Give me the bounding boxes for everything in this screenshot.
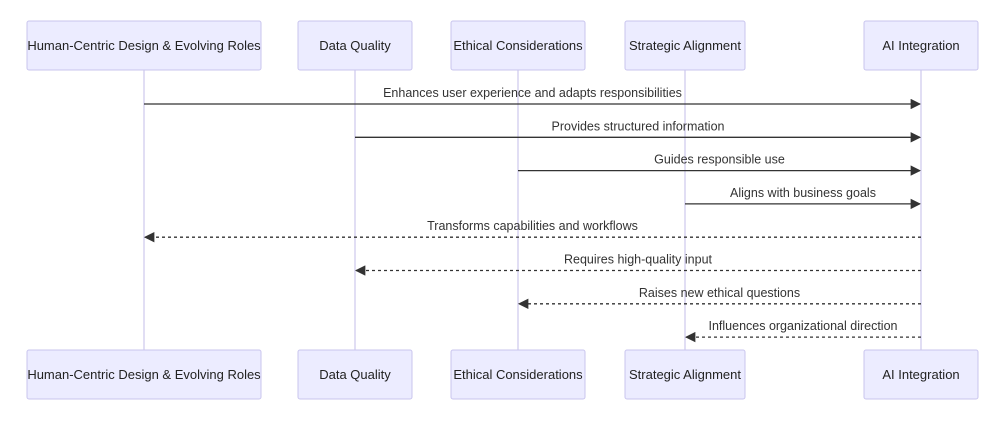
- message-label: Raises new ethical questions: [639, 286, 800, 300]
- actor-data-quality-top: Data Quality: [297, 20, 413, 71]
- actor-strategic-alignment-top: Strategic Alignment: [624, 20, 746, 71]
- actor-box: [863, 20, 979, 71]
- actor-human-centric-design-and-evolving-roles-top: Human-Centric Design & Evolving Roles: [26, 20, 262, 71]
- actor-ethical-considerations-bottom: Ethical Considerations: [450, 349, 586, 400]
- actor-strategic-alignment-bottom: Strategic Alignment: [624, 349, 746, 400]
- actor-ai-integration-top: AI Integration: [863, 20, 979, 71]
- actor-data-quality-bottom: Data Quality: [297, 349, 413, 400]
- message-5: Transforms capabilities and workflows: [143, 219, 921, 243]
- actor-box: [624, 349, 746, 400]
- actor-label: Strategic Alignment: [629, 367, 741, 382]
- actor-human-centric-design-and-evolving-roles-bottom: Human-Centric Design & Evolving Roles: [26, 349, 262, 400]
- message-label: Influences organizational direction: [708, 319, 897, 333]
- actor-ai-integration-bottom: AI Integration: [863, 349, 979, 400]
- actor-label: AI Integration: [882, 367, 959, 382]
- message-8: Influences organizational direction: [684, 319, 921, 343]
- message-1: Enhances user experience and adapts resp…: [144, 86, 922, 110]
- actor-box: [863, 349, 979, 400]
- message-label: Provides structured information: [552, 119, 725, 133]
- actor-box: [624, 20, 746, 71]
- messages: Enhances user experience and adapts resp…: [143, 86, 922, 343]
- message-label: Transforms capabilities and workflows: [427, 219, 638, 233]
- actor-label: Human-Centric Design & Evolving Roles: [27, 38, 261, 53]
- message-6: Requires high-quality input: [354, 253, 921, 276]
- message-7: Raises new ethical questions: [517, 286, 921, 309]
- message-4: Aligns with business goals: [685, 186, 922, 210]
- actor-ethical-considerations-top: Ethical Considerations: [450, 20, 586, 71]
- actor-box: [26, 20, 262, 71]
- actor-label: Data Quality: [319, 367, 391, 382]
- actor-label: Ethical Considerations: [453, 38, 583, 53]
- message-3: Guides responsible use: [518, 153, 922, 176]
- message-label: Requires high-quality input: [564, 253, 713, 267]
- actor-label: AI Integration: [882, 38, 959, 53]
- message-label: Aligns with business goals: [730, 186, 876, 200]
- actor-label: Ethical Considerations: [453, 367, 583, 382]
- actor-box: [297, 349, 413, 400]
- message-label: Enhances user experience and adapts resp…: [383, 86, 682, 100]
- actor-box: [26, 349, 262, 400]
- actor-label: Human-Centric Design & Evolving Roles: [27, 367, 261, 382]
- actor-box: [297, 20, 413, 71]
- actors-top: Human-Centric Design & Evolving Roles Dat…: [26, 20, 979, 71]
- actor-label: Data Quality: [319, 38, 391, 53]
- actor-box: [450, 349, 586, 400]
- actor-box: [450, 20, 586, 71]
- lifelines: [143, 70, 922, 350]
- actors-bottom: Human-Centric Design & Evolving Roles Dat…: [26, 349, 979, 400]
- message-2: Provides structured information: [355, 119, 922, 143]
- actor-label: Strategic Alignment: [629, 38, 741, 53]
- message-label: Guides responsible use: [654, 153, 785, 167]
